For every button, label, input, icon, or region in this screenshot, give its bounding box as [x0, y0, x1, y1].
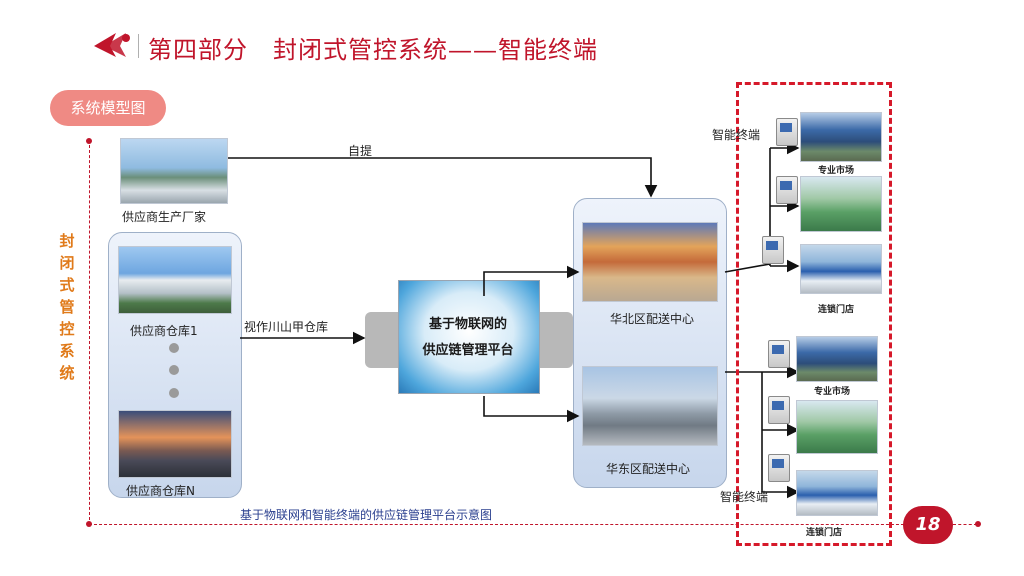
dc-north-label: 华北区配送中心 [610, 312, 695, 326]
dc-east-photo [582, 366, 718, 446]
brand-logo-icon [94, 33, 130, 57]
store-chain-label: 连锁门店 [818, 305, 855, 315]
page-number-badge: 18 [903, 506, 953, 544]
platform-to-north-arrow [483, 265, 580, 296]
page-guide-right [953, 524, 977, 525]
store-market-label: 专业市场 [818, 166, 855, 176]
warehouse-1-photo [118, 246, 232, 314]
header-divider [138, 34, 139, 58]
deemed-warehouse-label: 视作川山甲仓库 [244, 320, 329, 334]
dc-north-photo [582, 222, 718, 302]
platform-label: 基于物联网的 供应链管理平台 [398, 312, 538, 364]
store-chain-photo [800, 244, 882, 294]
platform-to-east-arrow [483, 396, 580, 423]
self-pickup-label: 自提 [348, 144, 373, 158]
store-market-label: 专业市场 [814, 387, 851, 397]
self-pickup-arrow [228, 157, 658, 198]
supplier-factory-photo [120, 138, 228, 204]
terminal-device-icon [762, 236, 784, 264]
store-chain-label: 连锁门店 [806, 528, 843, 538]
guide-dot-right [975, 521, 981, 527]
guide-dot-top [86, 138, 92, 144]
store-market-photo [800, 112, 882, 162]
north-dc-to-stores-line [724, 263, 771, 273]
smart-terminal-frame [736, 82, 892, 546]
side-vertical-label: 封闭式管控系统 [59, 232, 75, 382]
section-badge: 系统模型图 [50, 90, 166, 126]
store-branch-photo [800, 176, 882, 232]
terminal-device-icon [776, 118, 798, 146]
smart-terminal-label-top: 智能终端 [712, 128, 761, 142]
warehouse-n-label: 供应商仓库N [126, 484, 195, 498]
bottom-guide-line [89, 524, 919, 525]
platform-label-line2: 供应链管理平台 [422, 343, 514, 358]
store-market-photo [796, 336, 878, 382]
terminal-device-icon [768, 396, 790, 424]
left-guide-line [89, 140, 90, 525]
dc-east-label: 华东区配送中心 [606, 462, 691, 476]
terminal-device-icon [768, 454, 790, 482]
ellipsis-dot-3 [169, 388, 179, 398]
ellipsis-dot-2 [169, 365, 179, 375]
platform-globe-card [398, 280, 540, 394]
store-chain-photo [796, 470, 878, 516]
terminal-device-icon [776, 176, 798, 204]
diagram-caption: 基于物联网和智能终端的供应链管理平台示意图 [240, 508, 493, 522]
warehouse-n-photo [118, 410, 232, 478]
page-title: 第四部分 封闭式管控系统——智能终端 [148, 36, 598, 64]
platform-label-line1: 基于物联网的 [428, 317, 507, 332]
terminal-device-icon [768, 340, 790, 368]
warehouse-1-label: 供应商仓库1 [130, 324, 198, 338]
ellipsis-dot-1 [169, 343, 179, 353]
smart-terminal-label-bottom: 智能终端 [720, 490, 769, 504]
supplier-factory-label: 供应商生产厂家 [122, 210, 207, 224]
store-branch-photo [796, 400, 878, 454]
